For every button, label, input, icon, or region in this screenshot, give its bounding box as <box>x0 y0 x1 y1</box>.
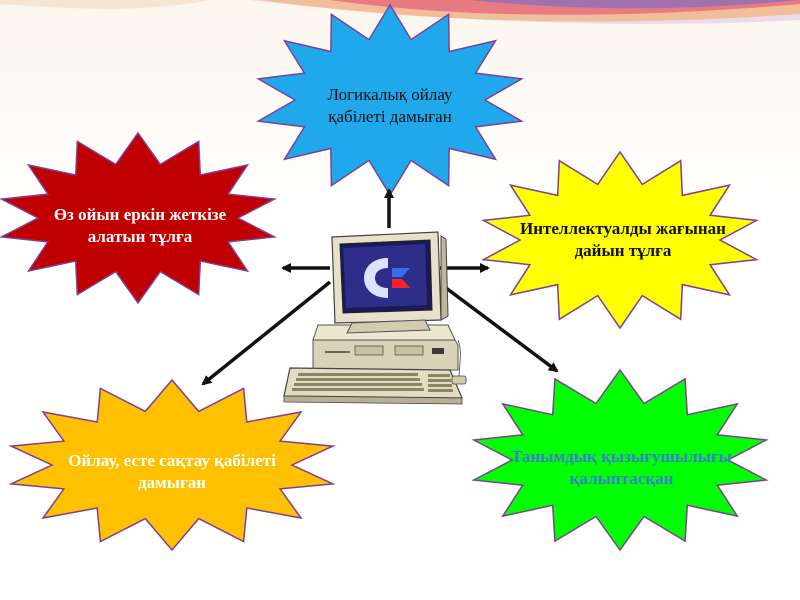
burst-right <box>481 150 759 330</box>
arrow-to-bottom-right <box>440 283 559 373</box>
burst-bottom-left <box>8 378 336 552</box>
node-bottom-left-label: Ойлау, есте сақтау қабілеті дамыған <box>68 451 276 492</box>
burst-left <box>0 131 278 305</box>
burst-bottom-right <box>471 368 769 552</box>
node-bottom-right-label: Танымдық қызығушылығы қалыптасқан <box>511 447 732 488</box>
arrow-to-bottom-left <box>201 280 332 386</box>
node-top-label: Логикалық ойлау қабілеті дамыған <box>327 85 453 126</box>
node-right-label: Интеллектуалды жағынан дайын тұлға <box>520 219 726 260</box>
node-left-label: Өз ойын еркін жеткізе алатын тұлға <box>53 205 227 246</box>
